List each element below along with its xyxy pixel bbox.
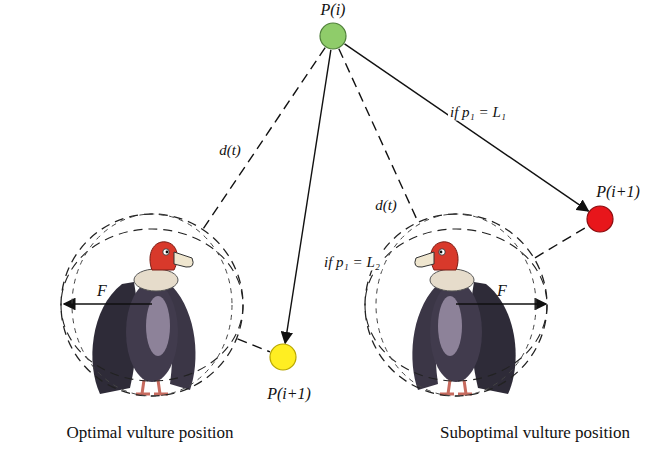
position-caption: Suboptimal vulture position bbox=[440, 424, 630, 442]
circle-shape bbox=[586, 205, 614, 233]
region-outline bbox=[364, 213, 548, 397]
force-arrow bbox=[64, 303, 152, 305]
circle-shape bbox=[269, 343, 297, 371]
dashed-connector bbox=[535, 226, 588, 258]
position-label: P(i) bbox=[321, 1, 346, 19]
arrow-connector bbox=[285, 50, 331, 343]
edge-label: if p₁ = L₂ bbox=[322, 254, 382, 271]
dashed-connector bbox=[238, 339, 270, 352]
edge-label: d(t) bbox=[217, 142, 243, 159]
position-label: P(i+1) bbox=[267, 385, 311, 403]
position-circle: P(i+1) bbox=[586, 205, 614, 233]
force-label: F bbox=[97, 282, 107, 300]
region-outline bbox=[60, 213, 244, 397]
edge-label: if p₁ = L₁ bbox=[448, 104, 508, 121]
dashed-connector bbox=[339, 49, 418, 222]
force-label: F bbox=[497, 282, 507, 300]
vulture-figure bbox=[412, 242, 515, 394]
circle-shape bbox=[319, 22, 347, 50]
vulture-region: FSuboptimal vulture position bbox=[364, 213, 548, 397]
vulture-figure bbox=[92, 242, 195, 394]
vulture-region: FOptimal vulture position bbox=[60, 213, 244, 397]
position-caption: Optimal vulture position bbox=[66, 424, 233, 442]
position-label: P(i+1) bbox=[596, 183, 640, 201]
edge-label: d(t) bbox=[373, 197, 399, 214]
arrow-connector bbox=[345, 44, 589, 211]
position-circle: P(i) bbox=[319, 22, 347, 50]
position-circle: P(i+1) bbox=[269, 343, 297, 371]
force-arrow bbox=[456, 303, 546, 305]
